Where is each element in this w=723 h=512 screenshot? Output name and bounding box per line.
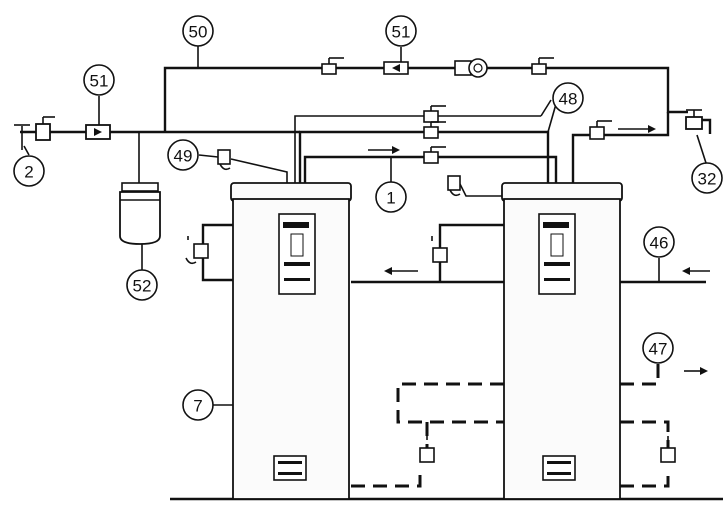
callout-52: 52 bbox=[126, 269, 158, 301]
manifold-valve-top bbox=[423, 105, 446, 123]
heater-2-side-inlet bbox=[431, 223, 504, 282]
faucet bbox=[685, 109, 712, 134]
expansion-tank bbox=[119, 182, 161, 245]
recirc-valve-2 bbox=[531, 57, 554, 75]
recirc-valve-1 bbox=[321, 57, 344, 75]
heater-2-access-panel bbox=[542, 455, 576, 481]
callout-46: 46 bbox=[643, 226, 675, 258]
callout-1: 1 bbox=[375, 181, 407, 213]
callout-7: 7 bbox=[182, 389, 214, 421]
callout-48: 48 bbox=[552, 82, 584, 114]
cold-supply-line bbox=[20, 126, 300, 183]
svg-text:7: 7 bbox=[193, 397, 202, 416]
manifold-lines bbox=[294, 115, 558, 183]
water-heater-1 bbox=[230, 182, 352, 500]
svg-text:51: 51 bbox=[90, 72, 109, 91]
callout-49: 49 bbox=[167, 139, 199, 171]
callout-50: 50 bbox=[182, 15, 214, 47]
leader-lines bbox=[23, 46, 707, 406]
svg-text:46: 46 bbox=[650, 234, 669, 253]
check-valve-left bbox=[85, 124, 111, 140]
manifold-valve-mid bbox=[423, 121, 446, 139]
svg-text:51: 51 bbox=[392, 23, 411, 42]
callout-51-left: 51 bbox=[83, 64, 115, 96]
callout-51-right: 51 bbox=[385, 15, 417, 47]
svg-text:1: 1 bbox=[386, 189, 395, 208]
heater-1-access-panel bbox=[273, 455, 307, 481]
manifold-valve-low bbox=[423, 146, 446, 164]
heater-1-side-inlet bbox=[185, 223, 233, 282]
svg-text:52: 52 bbox=[133, 277, 152, 296]
svg-text:50: 50 bbox=[189, 23, 208, 42]
water-heater-2 bbox=[501, 182, 623, 500]
callout-32: 32 bbox=[691, 162, 723, 194]
svg-text:2: 2 bbox=[24, 163, 33, 182]
recirculation-loop bbox=[163, 66, 688, 132]
recirc-check-valve bbox=[383, 61, 409, 75]
hot-outlet-line bbox=[571, 112, 670, 183]
relief-valve-49 bbox=[217, 149, 288, 183]
callout-2: 2 bbox=[13, 155, 45, 187]
svg-text:48: 48 bbox=[559, 90, 578, 109]
callout-47: 47 bbox=[642, 332, 674, 364]
inlet-valve bbox=[35, 116, 55, 141]
drain-valve-2 bbox=[660, 436, 676, 463]
svg-text:47: 47 bbox=[649, 340, 668, 359]
flow-arrow-supply bbox=[368, 146, 400, 154]
line-46 bbox=[351, 267, 710, 284]
drain-valve-1 bbox=[419, 436, 435, 463]
svg-text:49: 49 bbox=[174, 147, 193, 166]
line-47 bbox=[351, 364, 708, 488]
recirc-pump bbox=[454, 58, 488, 78]
svg-text:32: 32 bbox=[698, 170, 717, 189]
